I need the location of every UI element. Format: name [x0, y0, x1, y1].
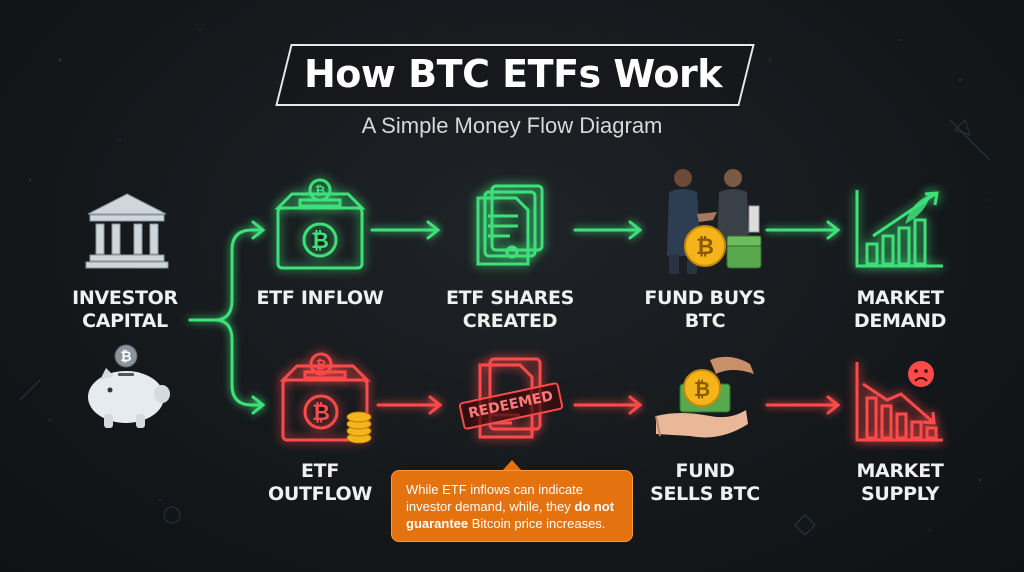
note-text-part1: While ETF inflows can indicate investor …: [406, 482, 584, 514]
note-text-bold: do not guarantee: [406, 499, 615, 531]
label-fund-buys-btc-line2: BTC: [684, 310, 726, 332]
label-etf-shares-created-line1: ETF SHARES: [445, 287, 575, 309]
note-text-part2: Bitcoin price increases.: [468, 516, 606, 531]
label-fund-buys-btc-line1: FUND BUYS: [644, 287, 766, 309]
svg-text:₿: ₿: [311, 229, 329, 254]
label-etf-inflow: ETF INFLOW: [256, 287, 384, 309]
hand-receiving-coin-icon: ₿: [655, 356, 754, 438]
bank-icon: [85, 193, 169, 269]
label-market-supply-line1: MARKET: [856, 460, 944, 482]
svg-text:₿: ₿: [315, 184, 326, 199]
label-investor-capital-line1: INVESTOR: [72, 287, 178, 309]
svg-text:₿: ₿: [312, 401, 330, 426]
label-market-demand-line2: DEMAND: [853, 310, 947, 332]
label-investor-capital-line2: CAPITAL: [82, 310, 168, 332]
svg-text:₿: ₿: [696, 235, 714, 260]
label-fund-sells-btc-line2: SELLS BTC: [650, 483, 760, 505]
declining-chart-icon: [855, 361, 943, 442]
label-etf-outflow-line1: ETF: [300, 460, 340, 482]
label-market-supply-line2: SUPPLY: [860, 483, 940, 505]
svg-text:₿: ₿: [694, 377, 710, 401]
piggy-bank-icon: ₿: [88, 344, 170, 428]
bitcoin-withdraw-box-icon: ₿ ₿: [279, 352, 372, 444]
label-etf-shares-created-line2: CREATED: [462, 310, 558, 332]
svg-text:₿: ₿: [120, 349, 131, 365]
label-market-demand-line1: MARKET: [856, 287, 944, 309]
page-subtitle: A Simple Money Flow Diagram: [361, 113, 663, 138]
handshake-icon: ₿: [667, 169, 762, 274]
note-pointer: [502, 460, 522, 471]
label-etf-outflow-line2: OUTFLOW: [268, 483, 372, 505]
bitcoin-deposit-box-icon: ₿ ₿: [274, 178, 366, 270]
documents-icon: [476, 184, 544, 266]
label-fund-sells-btc-line1: FUND: [675, 460, 735, 482]
svg-text:₿: ₿: [316, 358, 327, 373]
rocket-chart-icon: [855, 190, 943, 268]
page-title: How BTC ETFs Work: [303, 52, 723, 96]
disclaimer-note: While ETF inflows can indicate investor …: [391, 470, 633, 542]
